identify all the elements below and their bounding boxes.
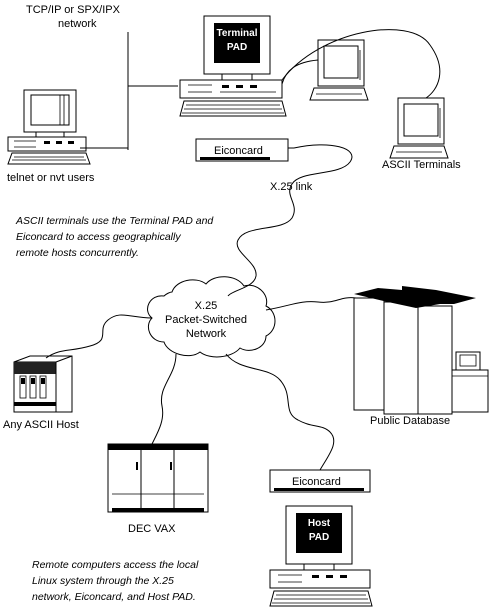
x25-cloud-icon — [147, 276, 276, 358]
x25-cloud-line3: Network — [186, 328, 227, 340]
eiconcard-top-label: Eiconcard — [214, 145, 263, 157]
public-database-label: Public Database — [370, 415, 450, 427]
note-top-line2: Eiconcard to access geographically — [16, 231, 181, 243]
dec-vax-label: DEC VAX — [128, 523, 176, 535]
host-pad-screen-line2: PAD — [309, 532, 329, 543]
dec-vax-icon — [107, 443, 209, 513]
x25-link-cable — [227, 144, 353, 297]
telnet-workstation-icon — [7, 89, 91, 165]
host-pad-computer-icon: Host PAD — [269, 505, 373, 607]
note-top-line3: remote hosts concurrently. — [16, 247, 139, 259]
terminal-pad-screen-line1: Terminal — [217, 28, 258, 39]
x25-link-label: X.25 link — [270, 181, 313, 193]
link-any-ascii-host — [45, 314, 153, 359]
any-ascii-host-label: Any ASCII Host — [3, 419, 79, 431]
x25-cloud-line2: Packet-Switched — [165, 314, 247, 326]
link-public-database — [265, 297, 357, 311]
terminal-pad-computer-icon: Terminal PAD — [179, 15, 287, 117]
eiconcard-top-icon — [195, 138, 294, 162]
x25-cloud-line1: X.25 — [195, 300, 218, 312]
eiconcard-bottom-icon — [269, 469, 371, 493]
lan-backbone — [80, 32, 178, 150]
host-pad-screen-line1: Host — [308, 518, 331, 529]
any-ascii-host-icon — [13, 355, 73, 413]
serial-cable-terminal-2 — [281, 29, 441, 99]
terminal-pad-screen-line2: PAD — [227, 42, 247, 53]
ascii-terminals-label: ASCII Terminals — [382, 159, 461, 171]
ascii-terminal-1-icon — [309, 39, 369, 101]
note-top-line1: ASCII terminals use the Terminal PAD and — [15, 215, 214, 227]
serial-cable-terminal-1 — [281, 59, 319, 85]
link-dec-vax — [151, 353, 177, 445]
ascii-terminal-2-icon — [389, 97, 449, 159]
eiconcard-bottom-label: Eiconcard — [292, 476, 341, 488]
note-bottom-line3: network, Eiconcard, and Host PAD. — [32, 591, 196, 603]
telnet-users-label: telnet or nvt users — [7, 172, 95, 184]
note-bottom-line1: Remote computers access the local — [32, 559, 199, 571]
public-database-icon — [353, 286, 489, 415]
link-eiconcard-bottom — [225, 353, 335, 471]
network-label-line1: TCP/IP or SPX/IPX — [26, 4, 121, 16]
note-bottom-line2: Linux system through the X.25 — [32, 575, 174, 587]
network-label-line2: network — [58, 18, 97, 30]
